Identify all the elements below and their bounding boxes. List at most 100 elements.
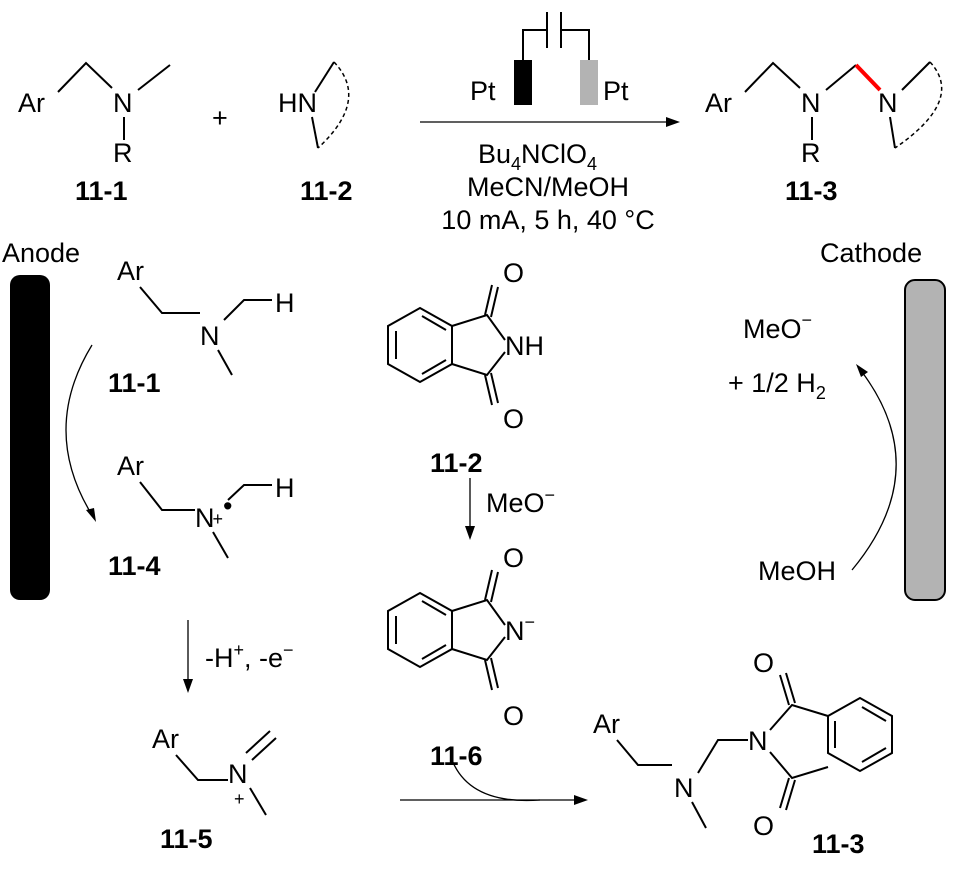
arrow-head — [183, 679, 193, 693]
battery-wires — [522, 12, 590, 60]
bond — [217, 349, 233, 376]
bond — [901, 61, 931, 91]
ar-label: Ar — [18, 88, 45, 118]
n-label: N− — [505, 612, 535, 646]
r-label: R — [113, 138, 133, 168]
ar-label: Ar — [152, 724, 179, 754]
arrow-head — [86, 508, 96, 522]
ar-label: Ar — [593, 709, 620, 739]
bond — [139, 286, 200, 314]
bond — [889, 116, 896, 149]
base-label: MeO− — [486, 485, 555, 518]
ar-label: Ar — [705, 88, 732, 118]
benzene-ring — [827, 696, 893, 773]
r-label: R — [801, 138, 821, 168]
product-11-3: Ar N R N 11-3 — [705, 61, 943, 206]
o-label: O — [503, 404, 524, 434]
electrolysis-setup: Pt Pt Bu4NClO4 MeCN/MeOH 10 mA, 5 h, 40 … — [420, 12, 680, 235]
h-label: H — [275, 288, 295, 318]
n-label: N — [748, 726, 768, 756]
anode-material: Pt — [470, 76, 496, 106]
aromatic-bonds — [834, 706, 887, 763]
compound-label: 11-4 — [108, 551, 161, 581]
reactant-11-2: HN 11-2 — [278, 61, 353, 206]
nh-label: NH — [505, 331, 544, 361]
o-label: O — [503, 258, 524, 288]
solvent: MeCN/MeOH — [467, 172, 629, 202]
mech-11-5: Ar N + 11-5 — [152, 724, 277, 854]
cathode-bar — [904, 279, 946, 601]
electrolyte: Bu4NClO4 — [478, 139, 597, 174]
bond — [311, 116, 319, 149]
compound-label: 11-3 — [812, 829, 865, 859]
bond — [227, 484, 272, 501]
oxidation-curved-arrow — [65, 344, 93, 516]
reactant-11-1: Ar N R 11-1 — [18, 61, 171, 206]
hn-label: HN — [278, 88, 317, 118]
n-label: N — [228, 759, 248, 789]
n-label: N — [674, 773, 694, 803]
bond — [57, 61, 113, 93]
imide-ring — [769, 703, 829, 780]
benzene-ring — [387, 591, 453, 669]
anode-electrode — [514, 60, 532, 105]
ar-label: Ar — [117, 256, 144, 286]
mech-11-6: O N− O 11-6 — [387, 543, 535, 771]
n-label: N — [878, 88, 898, 118]
bond — [212, 531, 229, 559]
compound-label: 11-1 — [108, 368, 161, 398]
bond — [137, 64, 171, 91]
cathode-material: Pt — [603, 76, 629, 106]
carbonyl-bonds — [779, 672, 796, 811]
compound-label: 11-3 — [785, 176, 838, 206]
ar-label: Ar — [117, 451, 144, 481]
bond — [744, 61, 801, 93]
double-bond — [245, 730, 277, 761]
mech-11-4: Ar N+• H 11-4 — [108, 451, 295, 581]
mech-11-3: Ar N N O O 11-3 — [593, 648, 893, 859]
arrow-head — [574, 795, 588, 805]
bond — [175, 754, 228, 781]
aromatic-bonds — [395, 315, 447, 375]
imide-ring — [451, 313, 506, 377]
o-label: O — [753, 648, 774, 678]
mech-11-1: Ar N H 11-1 — [108, 256, 295, 398]
arrow-head — [465, 526, 475, 540]
bond — [691, 801, 707, 829]
compound-label: 11-1 — [75, 176, 128, 206]
n-label: N — [801, 88, 821, 118]
methoxide-label: MeO− — [743, 310, 812, 344]
methanol-label: MeOH — [758, 556, 836, 586]
arrow-head — [666, 117, 680, 127]
coupling-curve — [451, 759, 541, 802]
mech-11-2: O NH O 11-2 — [387, 258, 544, 478]
bond — [249, 787, 267, 816]
charge-label: + — [234, 789, 245, 809]
bond — [616, 739, 672, 766]
compound-label: 11-2 — [430, 448, 483, 478]
aromatic-bonds — [395, 600, 447, 660]
conditions: 10 mA, 5 h, 40 °C — [441, 205, 654, 235]
carbonyl-bonds — [484, 569, 499, 691]
compound-label: 11-5 — [160, 824, 213, 854]
o-label: O — [503, 543, 524, 573]
bond — [223, 299, 272, 321]
h-label: H — [275, 473, 295, 503]
bond — [825, 64, 857, 91]
imide-ring — [451, 598, 506, 662]
new-bond-highlight — [854, 63, 882, 92]
n-label: N — [200, 321, 220, 351]
bond — [697, 739, 748, 774]
anode-bar — [10, 275, 50, 600]
arrow-head — [856, 364, 868, 377]
n-label: N+• — [195, 491, 232, 533]
carbonyl-bonds — [484, 284, 499, 406]
ring-dashed-arc — [317, 61, 350, 149]
reduction-curved-arrow — [851, 371, 897, 571]
o-label: O — [753, 811, 774, 841]
compound-label: 11-6 — [430, 741, 483, 771]
benzene-ring — [387, 306, 453, 384]
cathode-electrode — [580, 60, 598, 105]
bond — [314, 61, 335, 93]
